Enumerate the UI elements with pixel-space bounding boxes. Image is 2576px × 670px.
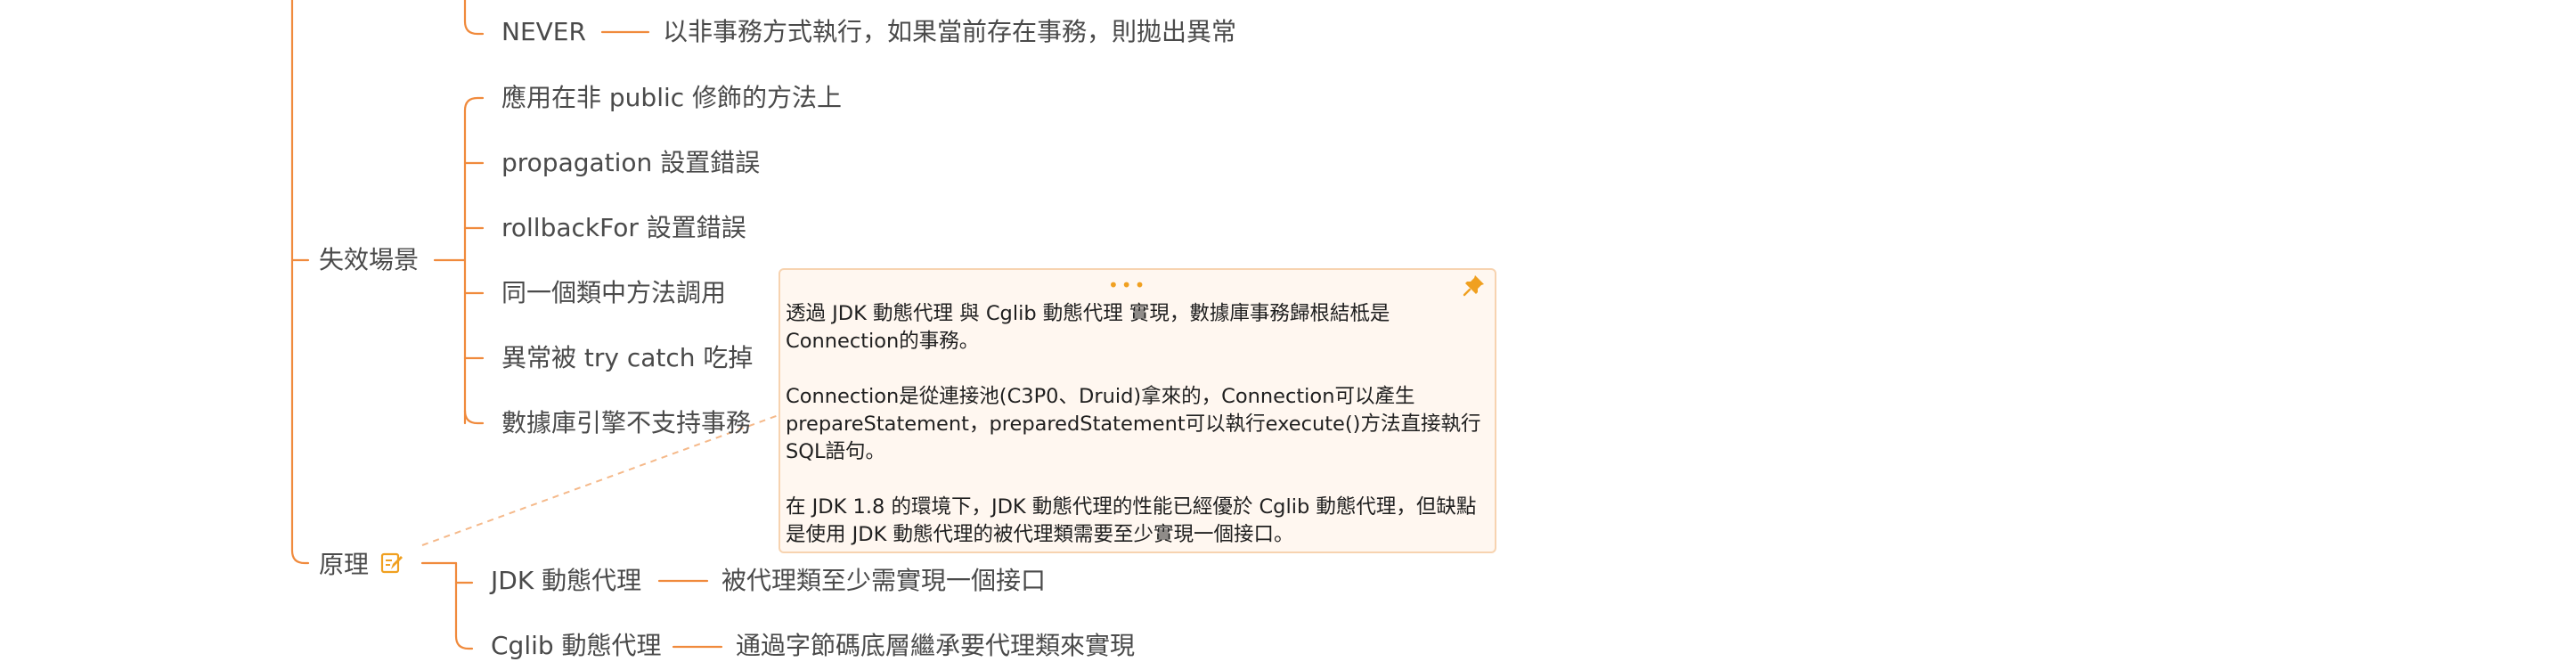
pin-icon[interactable] xyxy=(1463,274,1486,297)
note-edit-icon[interactable] xyxy=(380,552,404,575)
note-drag-handle[interactable]: ••• xyxy=(1108,274,1148,296)
note-content[interactable]: 透過 JDK 動態代理 與 Cglib 動態代理 實現，數據庫事務歸根結柢是Co… xyxy=(786,300,1486,549)
failure-item-1[interactable]: 應用在非 public 修飾的方法上 xyxy=(501,83,843,112)
never-label[interactable]: NEVER xyxy=(501,17,586,46)
failure-item-5[interactable]: 異常被 try catch 吃掉 xyxy=(501,343,754,372)
failure-item-3[interactable]: rollbackFor 設置錯誤 xyxy=(501,213,746,242)
cglib-proxy-description[interactable]: 通過字節碼底層繼承要代理類來實現 xyxy=(736,631,1136,660)
failure-label[interactable]: 失效場景 xyxy=(319,245,420,274)
failure-item-4[interactable]: 同一個類中方法調用 xyxy=(501,278,727,307)
principle-bracket xyxy=(454,561,474,650)
failure-bracket xyxy=(463,96,485,425)
note-panel[interactable]: ••• 透過 JDK 動態代理 與 Cglib 動態代理 實現，數據庫事務歸根結… xyxy=(779,268,1496,553)
note-paragraph-1: 透過 JDK 動態代理 與 Cglib 動態代理 實現，數據庫事務歸根結柢是Co… xyxy=(786,302,1390,353)
failure-item-6[interactable]: 數據庫引擎不支持事務 xyxy=(501,408,752,437)
never-description[interactable]: 以非事務方式執行，如果當前存在事務，則拋出異常 xyxy=(663,17,1237,46)
failure-item-2[interactable]: propagation 設置錯誤 xyxy=(501,148,761,177)
jdk-proxy-label[interactable]: JDK 動態代理 xyxy=(491,566,642,595)
failure-branch-6 xyxy=(463,409,485,425)
never-connector xyxy=(463,0,485,36)
note-paragraph-3: 在 JDK 1.8 的環境下，JDK 動態代理的性能已經優於 Cglib 動態代… xyxy=(786,495,1477,546)
trunk-line xyxy=(290,0,310,565)
note-paragraph-2: Connection是從連接池(C3P0、Druid)拿來的，Connectio… xyxy=(786,385,1481,463)
cglib-proxy-label[interactable]: Cglib 動態代理 xyxy=(491,631,662,660)
note-link-line xyxy=(421,414,779,546)
jdk-proxy-description[interactable]: 被代理類至少需實現一個接口 xyxy=(721,566,1047,595)
principle-label[interactable]: 原理 xyxy=(319,550,370,579)
